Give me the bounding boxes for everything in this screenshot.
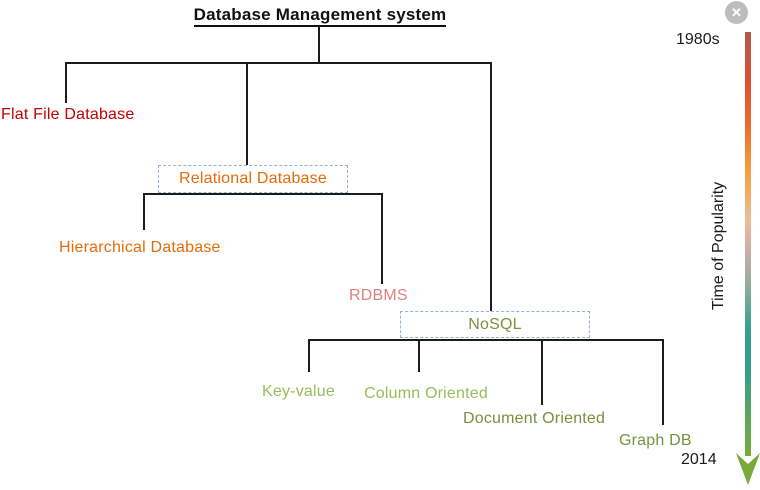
timeline-end-year: 2014	[681, 451, 717, 468]
connector-line	[541, 339, 543, 405]
node-rdbms: RDBMS	[349, 287, 408, 304]
connector-line	[380, 193, 383, 284]
connector-line	[308, 339, 664, 341]
close-button[interactable]: ✕	[725, 1, 748, 24]
node-document-oriented: Document Oriented	[463, 410, 606, 427]
node-graph-db: Graph DB	[619, 432, 692, 449]
connector-line	[65, 62, 492, 64]
diagram-title: Database Management system	[193, 5, 447, 27]
connector-line	[662, 339, 664, 425]
connector-line	[143, 193, 145, 230]
timeline-axis-label: Time of Popularity	[710, 181, 727, 311]
node-label: Relational Database	[179, 170, 327, 187]
timeline-start-year: 1980s	[676, 31, 720, 48]
close-icon: ✕	[731, 5, 742, 20]
node-flat-file-database: Flat File Database	[1, 106, 135, 123]
node-key-value: Key-value	[262, 383, 335, 400]
connector-line	[490, 62, 492, 312]
node-column-oriented: Column Oriented	[364, 385, 488, 402]
node-relational-database: Relational Database	[158, 165, 348, 193]
connector-line	[246, 62, 248, 166]
node-label: NoSQL	[468, 316, 522, 333]
connector-line	[418, 339, 420, 372]
connector-line	[308, 339, 310, 372]
node-hierarchical-database: Hierarchical Database	[59, 239, 221, 256]
page-title: Database Management system	[0, 5, 640, 27]
connector-line	[143, 193, 382, 195]
node-nosql: NoSQL	[400, 311, 590, 338]
connector-line	[318, 27, 320, 63]
timeline-arrow-icon	[736, 453, 760, 485]
connector-line	[65, 62, 67, 103]
timeline-gradient-bar	[745, 32, 751, 456]
